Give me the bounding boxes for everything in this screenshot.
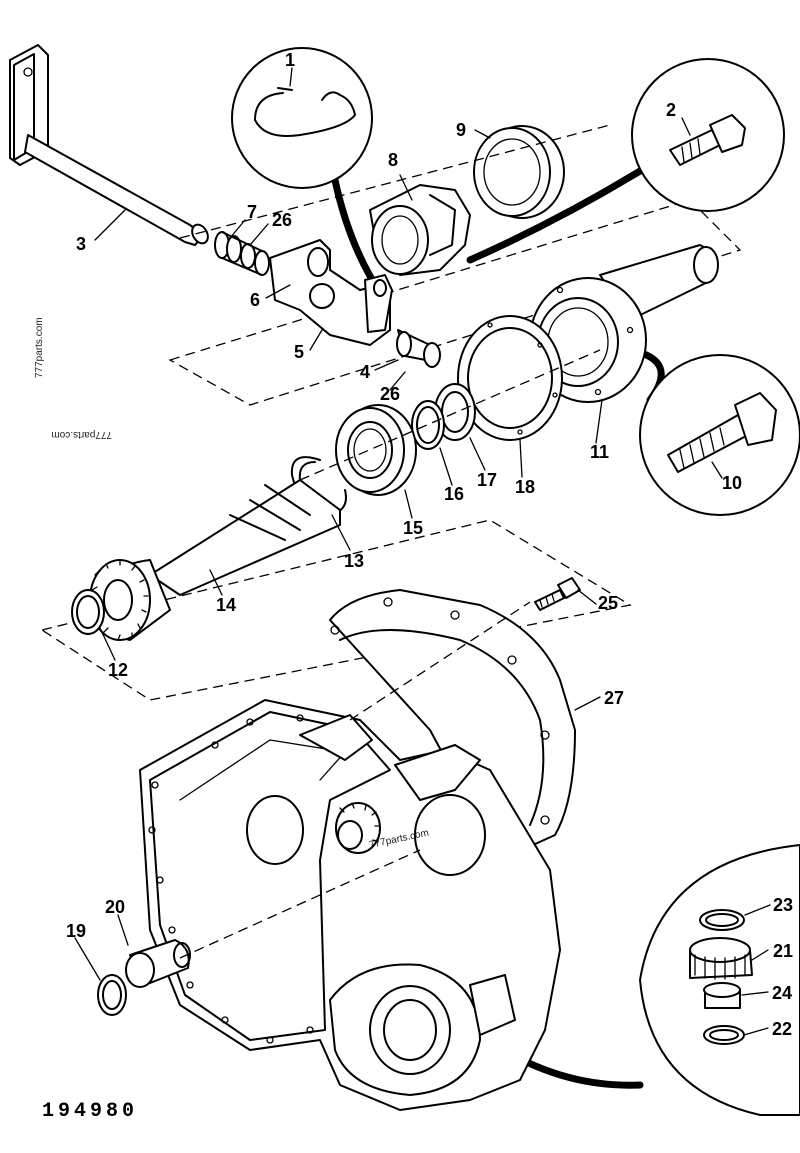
detail-circle-gear-pack (639, 844, 800, 1116)
callout-9: 9 (456, 120, 466, 140)
callout-numbers: 1 2 3 4 5 6 7 8 9 10 11 12 13 14 15 16 1… (66, 50, 793, 1039)
axis-line-lower (179, 849, 421, 959)
callout-4: 4 (360, 362, 370, 382)
callout-6: 6 (250, 290, 260, 310)
callout-7: 7 (247, 202, 257, 222)
callout-24: 24 (772, 983, 792, 1003)
callout-20: 20 (105, 897, 125, 917)
callout-17: 17 (477, 470, 497, 490)
callout-3: 3 (76, 234, 86, 254)
part-20-plug (125, 939, 191, 988)
part-16-circlip (411, 400, 445, 450)
part-7-26-bushings (214, 231, 270, 276)
callout-26-upper: 26 (272, 210, 292, 230)
gearbox-housing (139, 699, 561, 1111)
part-19-circlip (97, 974, 127, 1016)
watermark-inverted: 777parts.com (51, 429, 112, 440)
callout-11: 11 (590, 442, 609, 462)
leader-lines (74, 67, 771, 1036)
callout-26-lower: 26 (380, 384, 400, 404)
callout-5: 5 (294, 342, 304, 362)
lower-assembly-group-box (40, 519, 632, 701)
part-27-bell-housing (329, 589, 576, 861)
axis-line-flange (349, 601, 531, 721)
axis-line-middle (299, 349, 601, 481)
callout-1: 1 (285, 50, 295, 70)
callout-22: 22 (772, 1019, 792, 1039)
callout-19: 19 (66, 921, 86, 941)
part-9-seal (473, 125, 565, 219)
part-15-bearing (335, 404, 417, 496)
part-5-fork-assembly (269, 239, 393, 346)
callout-27: 27 (604, 688, 624, 708)
callout-21: 21 (773, 941, 793, 961)
callout-16: 16 (444, 484, 464, 504)
part-18-gasket (457, 315, 563, 441)
callout-14: 14 (216, 595, 236, 615)
callout-2: 2 (666, 100, 676, 120)
part-8-release-bearing (369, 184, 471, 276)
callout-25: 25 (598, 593, 618, 613)
detail-circle-2 (631, 58, 785, 212)
axis-line-upper (179, 124, 611, 239)
callout-12: 12 (108, 660, 128, 680)
part-4-26-bushing-right (396, 329, 441, 368)
detail-circle-10 (639, 354, 800, 516)
part-12-circlip (71, 589, 105, 635)
part-14-input-shaft (89, 479, 341, 641)
watermark-vertical: 777parts.com (34, 317, 45, 378)
detail-leader-2 (466, 164, 649, 264)
callout-23: 23 (773, 895, 793, 915)
callout-8: 8 (388, 150, 398, 170)
detail-circle-1 (231, 47, 373, 189)
part-3-lever-shaft (9, 44, 209, 246)
part-25-bolt (534, 577, 581, 611)
callout-13: 13 (344, 551, 364, 571)
upper-assembly-group-box (168, 199, 742, 406)
catalog-number: 194980 (42, 1100, 138, 1123)
callout-10: 10 (722, 473, 742, 493)
callout-18: 18 (515, 477, 535, 497)
callout-15: 15 (403, 518, 423, 538)
